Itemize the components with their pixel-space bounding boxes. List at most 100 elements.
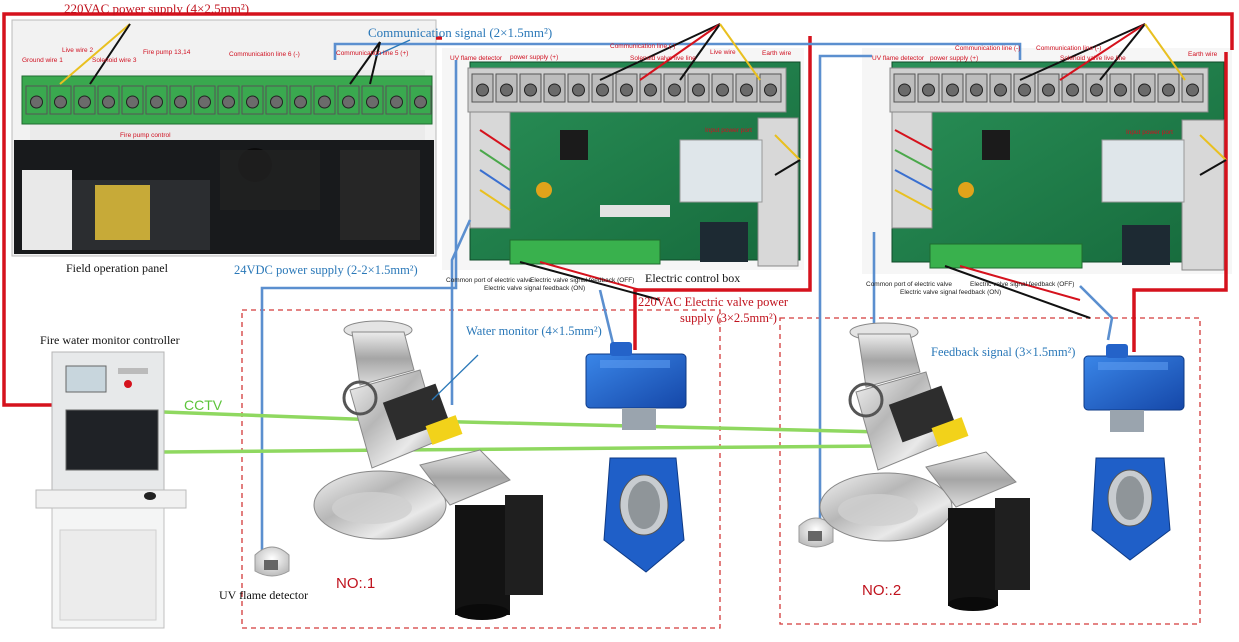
box1-common-label: Common port of electric valve xyxy=(446,277,532,284)
box2-on-label: Electric valve signal feedback (ON) xyxy=(900,289,1002,296)
panel-screw xyxy=(102,95,115,109)
box2-screw xyxy=(946,83,959,97)
water-monitor-2 xyxy=(819,322,1030,611)
box2-solenoid-label: Solenoid valve live line xyxy=(1060,55,1126,62)
box1-screw xyxy=(500,83,513,97)
box1-screw xyxy=(524,83,537,97)
ground-wire-label: Ground wire 1 xyxy=(22,57,63,64)
power-supply-label: 220VAC power supply (4×2.5mm²) xyxy=(64,1,250,16)
fire-water-monitor-controller xyxy=(35,351,187,629)
panel-screw xyxy=(414,95,427,109)
box2-earth-label: Earth wire xyxy=(1188,51,1218,58)
box1-screw xyxy=(668,83,681,97)
box1-earth-label: Earth wire xyxy=(762,50,792,57)
panel-screw xyxy=(246,95,259,109)
box2-screw xyxy=(970,83,983,97)
box1-live-label: Live wire xyxy=(710,49,736,56)
electric-valve-2 xyxy=(1083,344,1185,561)
panel-screw xyxy=(270,95,283,109)
field-operation-panel xyxy=(11,19,437,257)
panel-screw xyxy=(366,95,379,109)
box1-screw xyxy=(572,83,585,97)
box1-uv-label: UV flame detector xyxy=(450,55,503,62)
box1-screw xyxy=(764,83,777,97)
terminal-fan-wires xyxy=(59,23,1227,319)
comm-line-5-label: Communication line 5 (+) xyxy=(336,50,409,57)
box1-screw xyxy=(740,83,753,97)
panel-screw xyxy=(30,95,43,109)
electric-valve-1 xyxy=(585,342,687,573)
signal-wiring xyxy=(260,42,1114,552)
uv-flame-detector-2 xyxy=(798,517,834,548)
panel-screw xyxy=(390,95,403,109)
field-panel-label: Field operation panel xyxy=(66,261,168,275)
fire-pump-control-label: Fire pump control xyxy=(120,132,171,139)
valve-power-label-2: supply (3×2.5mm²) xyxy=(680,311,777,325)
box2-comm-minus-label: Communication line (-) xyxy=(955,45,1021,52)
box2-screw xyxy=(898,83,911,97)
panel-screw xyxy=(198,95,211,109)
comm-signal-label: Communication signal (2×1.5mm²) xyxy=(368,25,553,40)
box1-screw xyxy=(692,83,705,97)
box2-screw xyxy=(994,83,1007,97)
box2-screw xyxy=(1114,83,1127,97)
water-monitor-label: Water monitor (4×1.5mm²) xyxy=(466,324,602,338)
panel-screw xyxy=(294,95,307,109)
panel-screw xyxy=(174,95,187,109)
box1-screw xyxy=(476,83,489,97)
valve-power-label-1: 220VAC Electric valve power xyxy=(638,295,789,309)
box2-screw xyxy=(1162,83,1175,97)
box2-screw xyxy=(1042,83,1055,97)
site-box-2 xyxy=(779,317,1201,625)
solenoid-wire-label: Solenoid wire 3 xyxy=(92,57,137,64)
box2-screw xyxy=(1018,83,1031,97)
box2-uv-label: UV flame detector xyxy=(872,55,925,62)
uv-flame-detector-1 xyxy=(254,546,290,577)
box2-screw xyxy=(1066,83,1079,97)
leader-lines xyxy=(374,39,479,401)
electric-control-box-2 xyxy=(862,48,1232,274)
box1-off-label: Electric valve signal feedback (OFF) xyxy=(530,277,635,284)
cctv-wiring xyxy=(162,410,883,454)
box1-comm-minus-label: Communication line (-) xyxy=(610,43,676,50)
electric-control-box-1 xyxy=(442,48,804,270)
box1-power-label: power supply (+) xyxy=(510,54,559,61)
box2-screw xyxy=(1090,83,1103,97)
box1-on-label: Electric valve signal feedback (ON) xyxy=(484,285,586,292)
site-1-label: NO:.1 xyxy=(336,575,376,592)
box2-off-label: Electric valve signal feedback (OFF) xyxy=(970,281,1075,288)
control-box-label: Electric control box xyxy=(645,271,741,285)
panel-screw xyxy=(342,95,355,109)
panel-screw xyxy=(222,95,235,109)
uv-detector-label: UV flame detector xyxy=(219,588,309,602)
panel-screw xyxy=(150,95,163,109)
box1-screw xyxy=(620,83,633,97)
box2-screw xyxy=(1186,83,1199,97)
live-wire-label: Live wire 2 xyxy=(62,47,94,54)
site-box-1 xyxy=(241,309,721,629)
cctv-label: CCTV xyxy=(184,397,223,413)
panel-screw xyxy=(318,95,331,109)
box2-power-label: power supply (+) xyxy=(930,55,979,62)
box1-screw xyxy=(716,83,729,97)
water-monitor-1 xyxy=(313,320,543,620)
feedback-label: Feedback signal (3×1.5mm²) xyxy=(931,345,1076,359)
panel-screw xyxy=(54,95,67,109)
box2-input-power-label: Input power port xyxy=(1126,129,1173,136)
box2-comm-minus-label-2: Communication line (-) xyxy=(1036,45,1102,52)
box2-common-label: Common port of electric valve xyxy=(866,281,952,288)
fire-pump-label: Fire pump 13,14 xyxy=(143,49,191,56)
box1-input-power-label: Input power port xyxy=(705,127,752,134)
controller-label: Fire water monitor controller xyxy=(40,333,180,347)
box1-solenoid-label: Solenoid valve live line xyxy=(630,55,696,62)
dc24-label: 24VDC power supply (2-2×1.5mm²) xyxy=(234,263,418,277)
box1-screw xyxy=(596,83,609,97)
comm-line-6-label: Communication line 6 (-) xyxy=(229,51,300,58)
site-2-label: NO:.2 xyxy=(862,582,902,599)
panel-screw xyxy=(78,95,91,109)
power-wiring xyxy=(2,12,1234,407)
box2-screw xyxy=(1138,83,1151,97)
panel-screw xyxy=(126,95,139,109)
box2-screw xyxy=(922,83,935,97)
